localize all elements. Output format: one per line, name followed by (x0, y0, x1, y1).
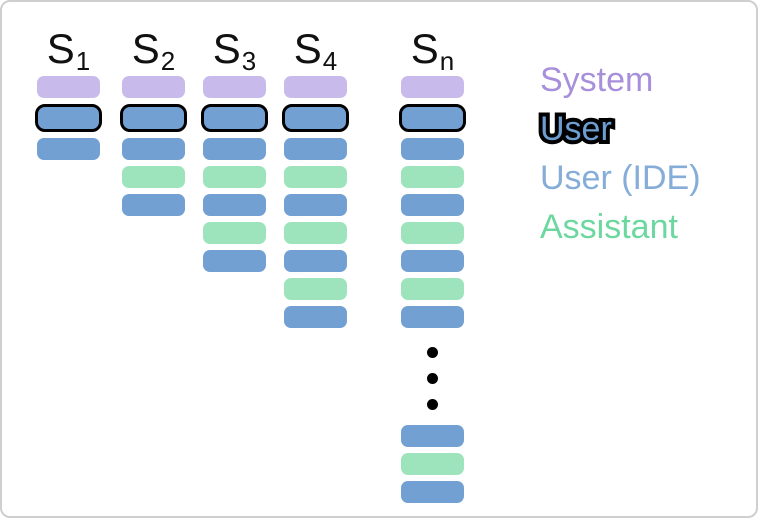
block-ide (284, 138, 347, 160)
column-blocks (35, 76, 102, 160)
block-ide (401, 306, 464, 328)
column-blocks (282, 76, 349, 328)
block-ide (203, 194, 266, 216)
block-system (401, 76, 464, 98)
block-user (399, 104, 466, 132)
column-blocks (399, 76, 466, 503)
block-assistant (203, 166, 266, 188)
sequence-column-sn: Sn (399, 22, 466, 503)
column-label-base: S (212, 25, 241, 72)
column-label: S3 (203, 22, 266, 76)
block-ide (284, 250, 347, 272)
column-label-base: S (410, 25, 439, 72)
ellipsis-dots (427, 347, 438, 410)
legend-item-assistant: Assistant (540, 208, 678, 246)
block-ide (401, 425, 464, 447)
block-assistant (203, 222, 266, 244)
column-label-subscript: 3 (241, 46, 257, 76)
block-assistant (401, 278, 464, 300)
block-system (284, 76, 347, 98)
column-label: S4 (284, 22, 347, 76)
block-assistant (284, 166, 347, 188)
legend-item-system: System (540, 61, 654, 99)
block-ide (401, 138, 464, 160)
column-label: Sn (401, 22, 464, 76)
legend-item-user-ide: User (IDE) (540, 159, 701, 197)
block-ide (401, 194, 464, 216)
block-system (122, 76, 185, 98)
column-blocks (120, 76, 187, 216)
block-user (120, 104, 187, 132)
block-ide (122, 194, 185, 216)
column-label-subscript: n (439, 46, 455, 76)
sequence-column-s4: S4 (282, 22, 349, 328)
column-label-subscript: 2 (160, 46, 176, 76)
block-ide (37, 138, 100, 160)
ellipsis-dot (427, 373, 438, 384)
block-assistant (401, 166, 464, 188)
column-label-subscript: 1 (75, 46, 91, 76)
block-assistant (401, 222, 464, 244)
block-assistant (122, 166, 185, 188)
block-ide (203, 138, 266, 160)
column-label-base: S (131, 25, 160, 72)
column-blocks (201, 76, 268, 272)
column-label: S1 (37, 22, 100, 76)
block-assistant (284, 222, 347, 244)
block-system (203, 76, 266, 98)
block-user (201, 104, 268, 132)
column-label-subscript: 4 (322, 46, 338, 76)
sequence-column-s3: S3 (201, 22, 268, 272)
block-user (282, 104, 349, 132)
block-ide (122, 138, 185, 160)
sequence-column-s2: S2 (120, 22, 187, 216)
block-assistant (284, 278, 347, 300)
column-label-base: S (293, 25, 322, 72)
ellipsis-dot (427, 347, 438, 358)
block-user (35, 104, 102, 132)
block-ide (284, 306, 347, 328)
block-ide (284, 194, 347, 216)
block-ide (401, 250, 464, 272)
legend-label: User (540, 110, 612, 148)
block-assistant (401, 453, 464, 475)
block-ide (401, 481, 464, 503)
block-ide (203, 250, 266, 272)
legend-label-outline: User (536, 106, 616, 152)
ellipsis-dot (427, 399, 438, 410)
sequence-column-s1: S1 (35, 22, 102, 160)
block-system (37, 76, 100, 98)
column-label: S2 (122, 22, 185, 76)
column-label-base: S (46, 25, 75, 72)
